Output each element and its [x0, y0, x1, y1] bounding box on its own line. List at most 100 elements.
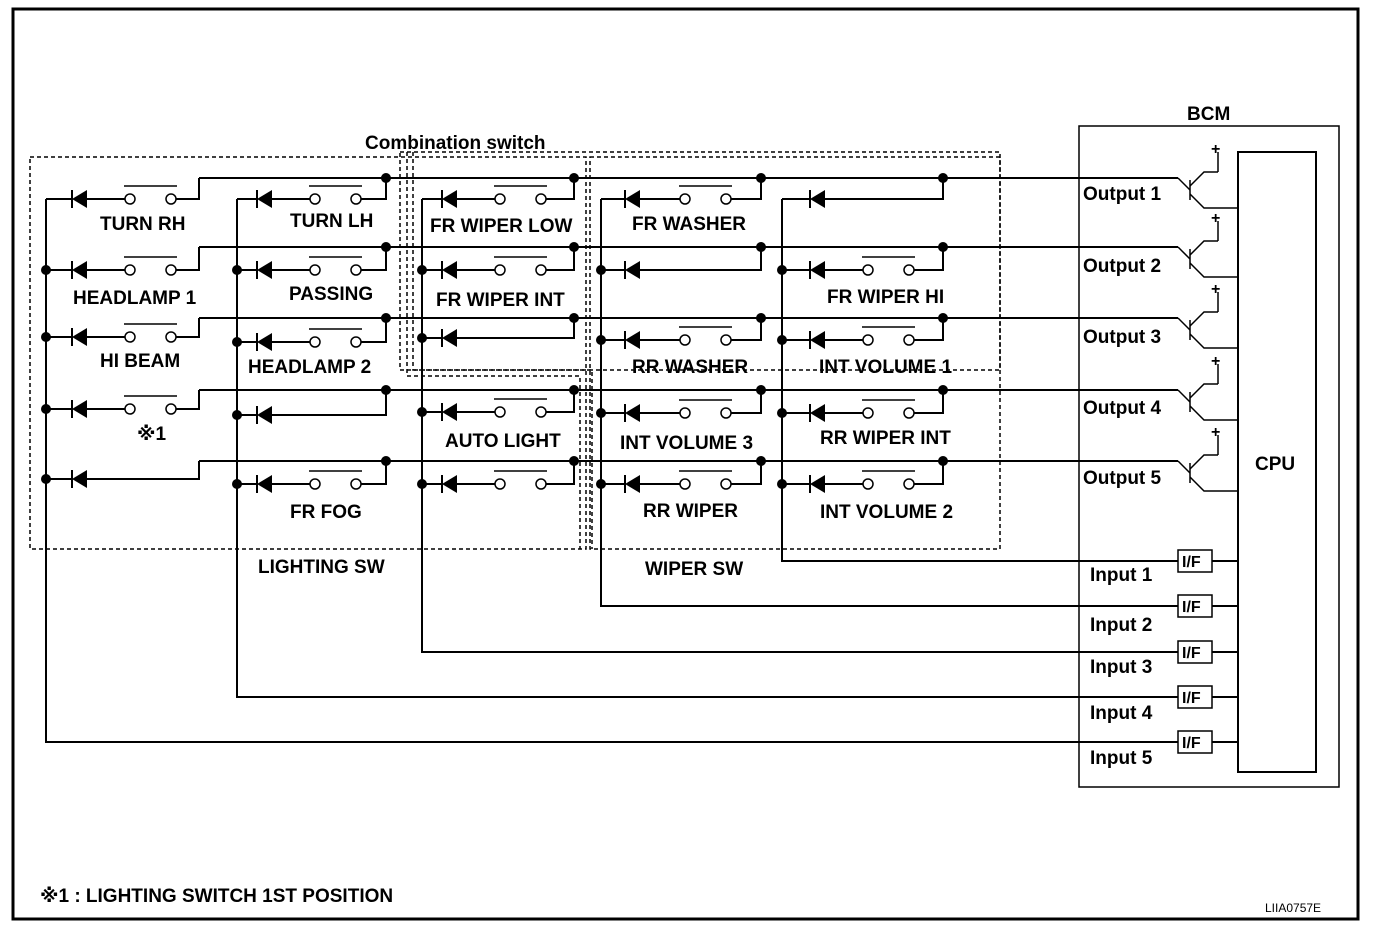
- wire: [176, 318, 200, 338]
- transistor-lead: [1177, 317, 1191, 331]
- junction-node: [938, 313, 948, 323]
- switch-contact: [862, 407, 874, 419]
- switch-contact: [535, 478, 547, 490]
- switch-contact: [165, 264, 177, 276]
- wire: [361, 461, 387, 485]
- junction-node: [232, 337, 242, 347]
- switch-contact: [862, 264, 874, 276]
- switch-contact: [124, 193, 136, 205]
- switch-contact: [535, 193, 547, 205]
- output-label-2: Output 2: [1083, 256, 1161, 277]
- wire: [176, 390, 200, 410]
- transistor-collector: [1189, 454, 1218, 470]
- junction-node: [381, 242, 391, 252]
- junction-nodes: [41, 173, 948, 489]
- interface-boxes: I/FI/FI/FI/FI/F: [1177, 549, 1213, 754]
- switch-contact: [309, 336, 321, 348]
- switch-label-turn-lh: TURN LH: [290, 211, 373, 232]
- wire: [731, 178, 762, 200]
- wire: [731, 461, 762, 485]
- wire: [546, 247, 575, 271]
- switch-contact: [350, 264, 362, 276]
- diode: [625, 404, 640, 422]
- wire: [546, 461, 575, 485]
- transistor-emitter: [1189, 193, 1238, 209]
- junction-node: [417, 265, 427, 275]
- wire: [176, 178, 200, 200]
- wiper-sw-label: WIPER SW: [645, 559, 743, 580]
- figure-code: LIIA0757E: [1265, 901, 1321, 915]
- junction-node: [756, 242, 766, 252]
- switch-contact: [862, 478, 874, 490]
- wire: [457, 318, 575, 339]
- transistor-emitter: [1189, 405, 1238, 421]
- switch-contact: [903, 407, 915, 419]
- transistor-lead: [1177, 389, 1191, 403]
- switch-label-fr-washer: FR WASHER: [632, 214, 746, 235]
- junction-node: [777, 335, 787, 345]
- junction-node: [569, 385, 579, 395]
- transistor-collector: [1189, 383, 1218, 399]
- junction-node: [596, 479, 606, 489]
- junction-node: [381, 385, 391, 395]
- diode: [625, 475, 640, 493]
- wire: [45, 199, 1238, 743]
- wire: [600, 199, 1238, 607]
- switch-label-int-volume3: INT VOLUME 3: [620, 433, 753, 454]
- junction-node: [777, 265, 787, 275]
- wire: [236, 199, 1238, 698]
- junction-node: [232, 265, 242, 275]
- diode: [810, 404, 825, 422]
- switch-contact: [679, 193, 691, 205]
- junction-node: [596, 408, 606, 418]
- switch-label-headlamp2: HEADLAMP 2: [248, 357, 371, 378]
- output-label-1: Output 1: [1083, 184, 1162, 205]
- switch-contact: [720, 407, 732, 419]
- diode: [442, 475, 457, 493]
- switch-contact: [494, 264, 506, 276]
- transistor-emitter: [1189, 476, 1238, 492]
- output-label-4: Output 4: [1083, 398, 1162, 419]
- switch-label-int-volume1: INT VOLUME 1: [819, 357, 952, 378]
- junction-node: [417, 479, 427, 489]
- switch-contact: [903, 334, 915, 346]
- junction-node: [417, 407, 427, 417]
- wire: [731, 390, 762, 414]
- plus-sign: +: [1211, 141, 1220, 158]
- wires: [45, 177, 1238, 743]
- switch-contact: [124, 331, 136, 343]
- outer-frame: [11, 7, 1360, 921]
- interface-box: [1177, 640, 1213, 664]
- diode: [625, 261, 640, 279]
- diode: [442, 403, 457, 421]
- switch-contact: [350, 336, 362, 348]
- wire: [361, 178, 387, 200]
- junction-node: [41, 332, 51, 342]
- switch-label-fr-fog: FR FOG: [290, 502, 362, 523]
- diode: [625, 331, 640, 349]
- interface-box: [1177, 730, 1213, 754]
- plus-sign: +: [1211, 281, 1220, 298]
- junction-node: [41, 474, 51, 484]
- bcm-label: BCM: [1187, 104, 1230, 125]
- switch-contact: [309, 264, 321, 276]
- switch-label-passing: PASSING: [289, 284, 373, 305]
- junction-node: [381, 173, 391, 183]
- switch-contact: [903, 264, 915, 276]
- diode: [257, 333, 272, 351]
- interface-box: [1177, 685, 1213, 709]
- switch-contact: [165, 331, 177, 343]
- switch-contact: [165, 193, 177, 205]
- diode: [810, 475, 825, 493]
- wire: [914, 318, 944, 341]
- switch-contact: [862, 334, 874, 346]
- plus-sign: +: [1211, 210, 1220, 227]
- switch-label-hi-beam: HI BEAM: [100, 351, 180, 372]
- wire: [546, 390, 575, 413]
- junction-node: [756, 313, 766, 323]
- wire: [361, 318, 387, 343]
- switch-contact: [720, 193, 732, 205]
- footnote-marker: ※1: [137, 424, 166, 445]
